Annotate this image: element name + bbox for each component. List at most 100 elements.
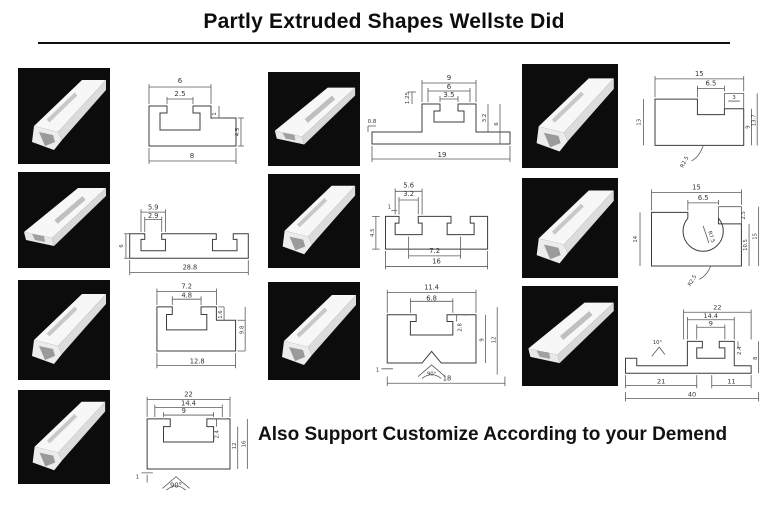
dimension-label: 4.5	[370, 229, 376, 237]
dimension-lines	[643, 76, 757, 161]
dimension-label: 5.6	[403, 181, 414, 189]
dimension-label: 1	[376, 368, 379, 374]
dimension-lines	[124, 209, 248, 275]
dimension-label: 7.2	[181, 283, 192, 291]
dimension-label: 1.25	[405, 91, 411, 104]
dimension-label: 1	[388, 205, 391, 211]
catalog-item-5: 5.6 3.2 4.5 1 7.2 16	[268, 174, 508, 278]
dimension-label: 14	[633, 235, 639, 242]
dimension-label: 6.5	[698, 194, 709, 202]
dimension-lines	[626, 309, 759, 401]
dimension-label: R7.5	[706, 230, 715, 243]
profile-outline	[130, 234, 249, 258]
profile-drawing: 9 6 3.5 1.25 19 3.2 6 0.8	[364, 74, 519, 168]
dimension-label: 16	[432, 258, 441, 266]
dimension-lines	[157, 289, 245, 369]
dimension-lines	[149, 84, 244, 164]
profile-drawing: 15 6.5 14 2.5 10.5 15 R7.5 R2.5	[633, 183, 763, 288]
dimension-label: 2.5	[741, 211, 747, 219]
profile-outline	[386, 216, 488, 249]
dimension-label: 6	[178, 77, 183, 85]
catalog-item-10: 22 14.4 9 2.4 12 16 1 90°	[18, 390, 260, 496]
dimension-label: 22	[184, 391, 193, 399]
dimension-label: 12	[232, 443, 238, 450]
dimension-label: 2.4	[214, 429, 220, 438]
profile-drawing: 7.2 4.8 12.8 1.6 9.8	[128, 283, 253, 374]
dimension-label: 6	[494, 122, 500, 126]
dimension-label: 14.4	[704, 312, 719, 320]
dimension-label: 3.2	[403, 190, 414, 198]
dimension-label: 13.7	[751, 114, 757, 126]
dimension-label: R2.5	[687, 274, 698, 287]
dimension-label: 12.8	[190, 357, 205, 365]
dimension-label: 16	[241, 440, 247, 447]
catalog-item-2: 9 6 3.5 1.25 19 3.2 6 0.8	[268, 68, 519, 168]
dimension-label: 15	[695, 70, 704, 78]
dimension-label: 10°	[653, 340, 663, 346]
dimension-label: 15	[692, 183, 701, 191]
dimension-label: 13	[637, 119, 643, 126]
dimension-label: 28.8	[183, 264, 198, 272]
profile-outline	[147, 419, 230, 469]
extrusion-photo	[268, 72, 360, 166]
dimension-label: 9.8	[239, 326, 245, 334]
profile-drawing: 5.9 2.9 6 28.8	[119, 203, 260, 278]
dimension-label: 40	[688, 391, 696, 399]
dimension-lines	[368, 80, 510, 162]
dimension-label: 8	[190, 152, 194, 160]
profile-outline	[655, 99, 744, 145]
dimension-label: 11	[727, 378, 735, 386]
extrusion-photo	[522, 64, 618, 168]
dimension-label: 2.9	[148, 212, 158, 220]
profile-drawing: 6 2.5 8 1 4.5	[124, 77, 246, 170]
profile-outline	[149, 106, 236, 146]
dimension-label: 6.8	[426, 294, 437, 302]
dimension-label: 9	[480, 338, 486, 341]
dimension-label: 8	[753, 357, 759, 360]
extrusion-photo	[18, 68, 110, 164]
profile-outline	[626, 341, 752, 373]
catalog-item-8: 11.4 6.8 2.8 9 12 1 90° 18	[268, 282, 507, 391]
extrusion-photo	[268, 174, 360, 268]
dimension-label: 11.4	[424, 284, 439, 292]
dimension-label: 15	[753, 233, 759, 240]
extrusion-photo	[268, 282, 360, 380]
dimension-label: 19	[438, 151, 447, 159]
dimension-label: 18	[443, 374, 452, 382]
dimension-label: 3.2	[482, 114, 488, 123]
dimension-label: 22	[713, 303, 721, 311]
dimension-lines	[381, 290, 504, 386]
dimension-lines	[640, 189, 759, 279]
profile-outline	[652, 212, 742, 266]
dimension-label: 3	[732, 95, 735, 101]
dimension-label: 1	[212, 112, 218, 116]
catalog-item-6: 15 6.5 14 2.5 10.5 15 R7.5 R2.5	[522, 178, 763, 288]
profile-drawing: 11.4 6.8 2.8 9 12 1 90° 18	[376, 284, 507, 391]
profile-drawing: 22 14.4 9 10° 2.4 8 21 11 40	[618, 303, 768, 408]
dimension-label: 9	[447, 74, 451, 82]
dimension-lines	[141, 397, 247, 490]
catalog-item-9: 22 14.4 9 10° 2.4 8 21 11 40	[522, 286, 768, 408]
dimension-label: 14.4	[181, 399, 196, 407]
dimension-label: 9	[746, 125, 752, 128]
extrusion-photo	[522, 178, 618, 278]
dimension-label: R2.5	[679, 156, 690, 169]
extrusion-photo	[18, 172, 110, 268]
slot-detail	[724, 93, 743, 108]
dimension-label: 12	[491, 337, 497, 344]
profile-drawing: 15 6.5 3 13 9 13.7 R2.5	[637, 70, 763, 169]
extrusion-photo	[522, 286, 618, 386]
dimension-label: 21	[657, 378, 665, 386]
catalog-item-4: 5.9 2.9 6 28.8	[18, 172, 260, 278]
profile-outline	[372, 104, 510, 144]
dimension-label: 90°	[170, 481, 182, 489]
footer-note: Also Support Customize According to your…	[258, 424, 728, 445]
dimension-label: 7.2	[429, 247, 440, 255]
dimension-lines	[372, 188, 488, 269]
dimension-label: 1	[136, 475, 139, 481]
dimension-label: 6.5	[706, 80, 717, 88]
dimension-label: 4.8	[181, 291, 192, 299]
profile-outline	[387, 315, 476, 363]
title-underline	[38, 42, 730, 44]
